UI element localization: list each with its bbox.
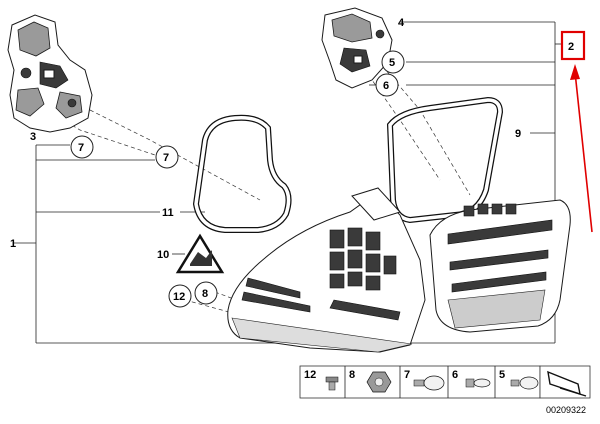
highlight-callout-2: 2 (560, 30, 593, 233)
callout-3: 3 (30, 131, 36, 143)
callout-circles (70, 50, 405, 308)
bulb-icon (413, 375, 445, 391)
tail-light-outer (227, 187, 426, 353)
callout-5: 5 (389, 57, 395, 69)
document-number: 00209322 (546, 405, 586, 415)
callout-2: 2 (568, 41, 574, 53)
callout-7b: 7 (163, 152, 169, 164)
callout-6: 6 (383, 80, 389, 92)
callout-11: 11 (162, 207, 174, 219)
legend-label-5: 5 (499, 369, 505, 381)
legend-label-6: 6 (452, 369, 458, 381)
highlight-arrowhead (570, 64, 580, 80)
left-bulb-carrier (7, 14, 93, 133)
wedge-bulb-icon (465, 378, 491, 388)
tool-symbol-icon (547, 370, 587, 397)
warning-label-icon (175, 233, 225, 274)
right-bulb-carrier (321, 7, 393, 89)
bulb-small-icon (510, 376, 539, 390)
gasket-right (386, 96, 504, 224)
highlight-arrow (574, 71, 593, 233)
parts-legend: 12 8 7 6 5 (299, 365, 591, 399)
clip-icon (325, 376, 339, 391)
legend-label-12: 12 (304, 369, 316, 381)
callout-1: 1 (10, 238, 16, 250)
callout-4: 4 (398, 17, 405, 29)
callout-8: 8 (202, 288, 208, 300)
legend-label-7: 7 (404, 369, 410, 381)
callout-9: 9 (515, 128, 521, 140)
legend-label-8: 8 (349, 369, 355, 381)
nut-icon (366, 371, 392, 393)
tail-light-inner (429, 199, 571, 333)
callout-10: 10 (157, 249, 169, 261)
callout-7a: 7 (78, 142, 84, 154)
gasket-left (192, 114, 292, 233)
callout-12: 12 (173, 291, 185, 303)
callout-labels: 1 3 7 7 11 10 12 8 4 5 6 9 (10, 17, 521, 303)
